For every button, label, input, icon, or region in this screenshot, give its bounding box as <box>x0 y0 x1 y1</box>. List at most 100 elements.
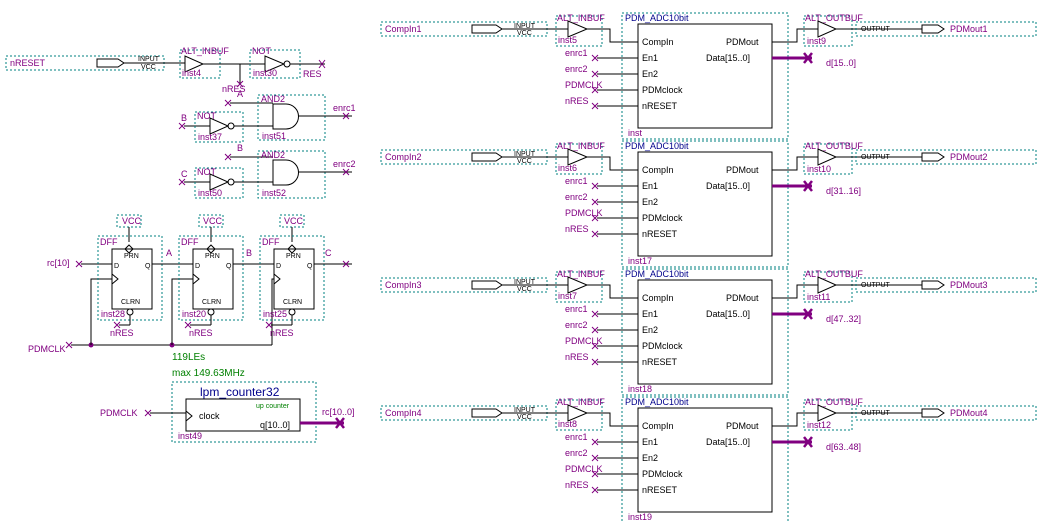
and2-in-b-label[interactable]: C <box>181 169 188 179</box>
channel-data-net[interactable]: d[31..16] <box>826 186 861 196</box>
channel-output-name[interactable]: PDMout1 <box>950 24 988 34</box>
channel-output-name[interactable]: PDMout4 <box>950 408 988 418</box>
channel-input-pin-symbol[interactable] <box>471 280 503 290</box>
and1-out-label[interactable]: enrc1 <box>333 103 356 113</box>
channel-data-net[interactable]: d[63..48] <box>826 442 861 452</box>
adc-port-out: PDMout <box>726 421 759 431</box>
adc-net-in[interactable]: enrc1 <box>565 432 588 442</box>
adc-block-symbol[interactable] <box>637 279 773 385</box>
dff-clock-label[interactable]: PDMCLK <box>28 344 66 354</box>
channel-data-net[interactable]: d[15..0] <box>826 58 856 68</box>
counter-symbol[interactable] <box>185 398 301 432</box>
adc-net-in[interactable]: nRES <box>565 480 589 490</box>
adc-net-in[interactable]: enrc1 <box>565 48 588 58</box>
channel-outbuf-symbol[interactable] <box>817 148 838 166</box>
adc-block-title: PDM_ADC10bit <box>625 141 689 151</box>
and2-type: AND2 <box>261 150 285 160</box>
channel-output-pin-symbol[interactable] <box>921 280 945 290</box>
counter-clock-net[interactable]: PDMCLK <box>100 408 138 418</box>
channel-output-pin-symbol[interactable] <box>921 24 945 34</box>
dff2-out-label[interactable]: B <box>246 248 252 258</box>
adc-net-in[interactable]: PDMCLK <box>565 208 603 218</box>
channel-input-name[interactable]: CompIn3 <box>385 280 422 290</box>
channel-output-type: OUTPUT <box>861 282 891 289</box>
and1-not-inst: inst37 <box>198 132 222 142</box>
channel-outbuf-type: ALT_OUTBUF <box>805 397 863 407</box>
adc-net-in[interactable]: enrc2 <box>565 320 588 330</box>
reset-out-net[interactable]: RES <box>303 69 322 79</box>
channel-outbuf-symbol[interactable] <box>817 20 838 38</box>
channel-input-name[interactable]: CompIn2 <box>385 152 422 162</box>
and2-out-label[interactable]: enrc2 <box>333 159 356 169</box>
and1-symbol[interactable] <box>272 103 299 130</box>
adc-net-in[interactable]: PDMCLK <box>565 336 603 346</box>
adc-net-in[interactable]: enrc1 <box>565 304 588 314</box>
adc-block-symbol[interactable] <box>637 407 773 513</box>
dff2-symbol[interactable] <box>192 248 234 310</box>
dff3-symbol[interactable] <box>273 248 315 310</box>
channel-outbuf-inst: inst9 <box>807 36 826 46</box>
channel-input-type: INPUT <box>514 407 536 414</box>
dff3-out-label[interactable]: C <box>325 248 332 258</box>
channel-input-name[interactable]: CompIn1 <box>385 24 422 34</box>
counter-title: lpm_counter32 <box>200 385 280 399</box>
reset-nres-net[interactable]: nRES <box>222 84 246 94</box>
adc-net-in[interactable]: nRES <box>565 352 589 362</box>
channel-output-name[interactable]: PDMout2 <box>950 152 988 162</box>
channel-input-pin-symbol[interactable] <box>471 408 503 418</box>
channel-data-net[interactable]: d[47..32] <box>826 314 861 324</box>
channel-inbuf-inst: inst6 <box>558 163 577 173</box>
adc-net-in[interactable]: enrc1 <box>565 176 588 186</box>
adc-block-title: PDM_ADC10bit <box>625 397 689 407</box>
adc-net-in[interactable]: nRES <box>565 96 589 106</box>
adc-net-in[interactable]: nRES <box>565 224 589 234</box>
and2-not-symbol[interactable] <box>209 173 230 191</box>
channel-output-pin-symbol[interactable] <box>921 408 945 418</box>
channel-outbuf-symbol[interactable] <box>817 276 838 294</box>
adc-net-in[interactable]: PDMCLK <box>565 80 603 90</box>
reset-inbuf-symbol[interactable] <box>184 55 205 73</box>
dff3-clrn: CLRN <box>283 299 302 306</box>
counter-q-port: q[10..0] <box>260 420 290 430</box>
reset-input-pin-symbol[interactable] <box>96 58 125 68</box>
adc-block-inst: inst <box>628 128 643 138</box>
and2-symbol[interactable] <box>272 159 299 186</box>
adc-port-in: En2 <box>642 197 658 207</box>
adc-net-in[interactable]: PDMCLK <box>565 464 603 474</box>
adc-port-in: nRESET <box>642 101 678 111</box>
channel-output-name[interactable]: PDMout3 <box>950 280 988 290</box>
dff2-nres[interactable]: nRES <box>189 328 213 338</box>
adc-block-symbol[interactable] <box>637 23 773 129</box>
dff1-nres[interactable]: nRES <box>110 328 134 338</box>
counter-out-net[interactable]: rc[10..0] <box>322 407 355 417</box>
channel-outbuf-symbol[interactable] <box>817 404 838 422</box>
and1-not-symbol[interactable] <box>209 117 230 135</box>
channel-inbuf-symbol[interactable] <box>567 404 589 422</box>
dff3-nres[interactable]: nRES <box>270 328 294 338</box>
channel-inbuf-symbol[interactable] <box>567 20 589 38</box>
channel-output-pin-symbol[interactable] <box>921 152 945 162</box>
and2-in-a-label[interactable]: B <box>237 143 243 153</box>
and1-in-b-label[interactable]: B <box>181 113 187 123</box>
adc-net-in[interactable]: enrc2 <box>565 192 588 202</box>
reset-not-symbol[interactable] <box>264 55 286 73</box>
and1-in-a-label[interactable]: A <box>237 89 243 99</box>
channel-input-name[interactable]: CompIn4 <box>385 408 422 418</box>
adc-port-in: PDMclock <box>642 469 683 479</box>
channel-outbuf-type: ALT_OUTBUF <box>805 141 863 151</box>
adc-net-in[interactable]: enrc2 <box>565 64 588 74</box>
dff-input-label[interactable]: rc[10] <box>47 258 70 268</box>
channel-input-pin-symbol[interactable] <box>471 152 503 162</box>
reset-input-name[interactable]: nRESET <box>10 58 46 68</box>
adc-port-out: PDMout <box>726 293 759 303</box>
adc-block-symbol[interactable] <box>637 151 773 257</box>
channel-inbuf-symbol[interactable] <box>567 276 589 294</box>
adc-port-in: CompIn <box>642 165 674 175</box>
channel-input-type: INPUT <box>514 279 536 286</box>
dff1-symbol[interactable] <box>111 248 153 310</box>
dff1-out-label[interactable]: A <box>166 248 172 258</box>
channel-inbuf-symbol[interactable] <box>567 148 589 166</box>
adc-net-in[interactable]: enrc2 <box>565 448 588 458</box>
channel-input-pin-symbol[interactable] <box>471 24 503 34</box>
